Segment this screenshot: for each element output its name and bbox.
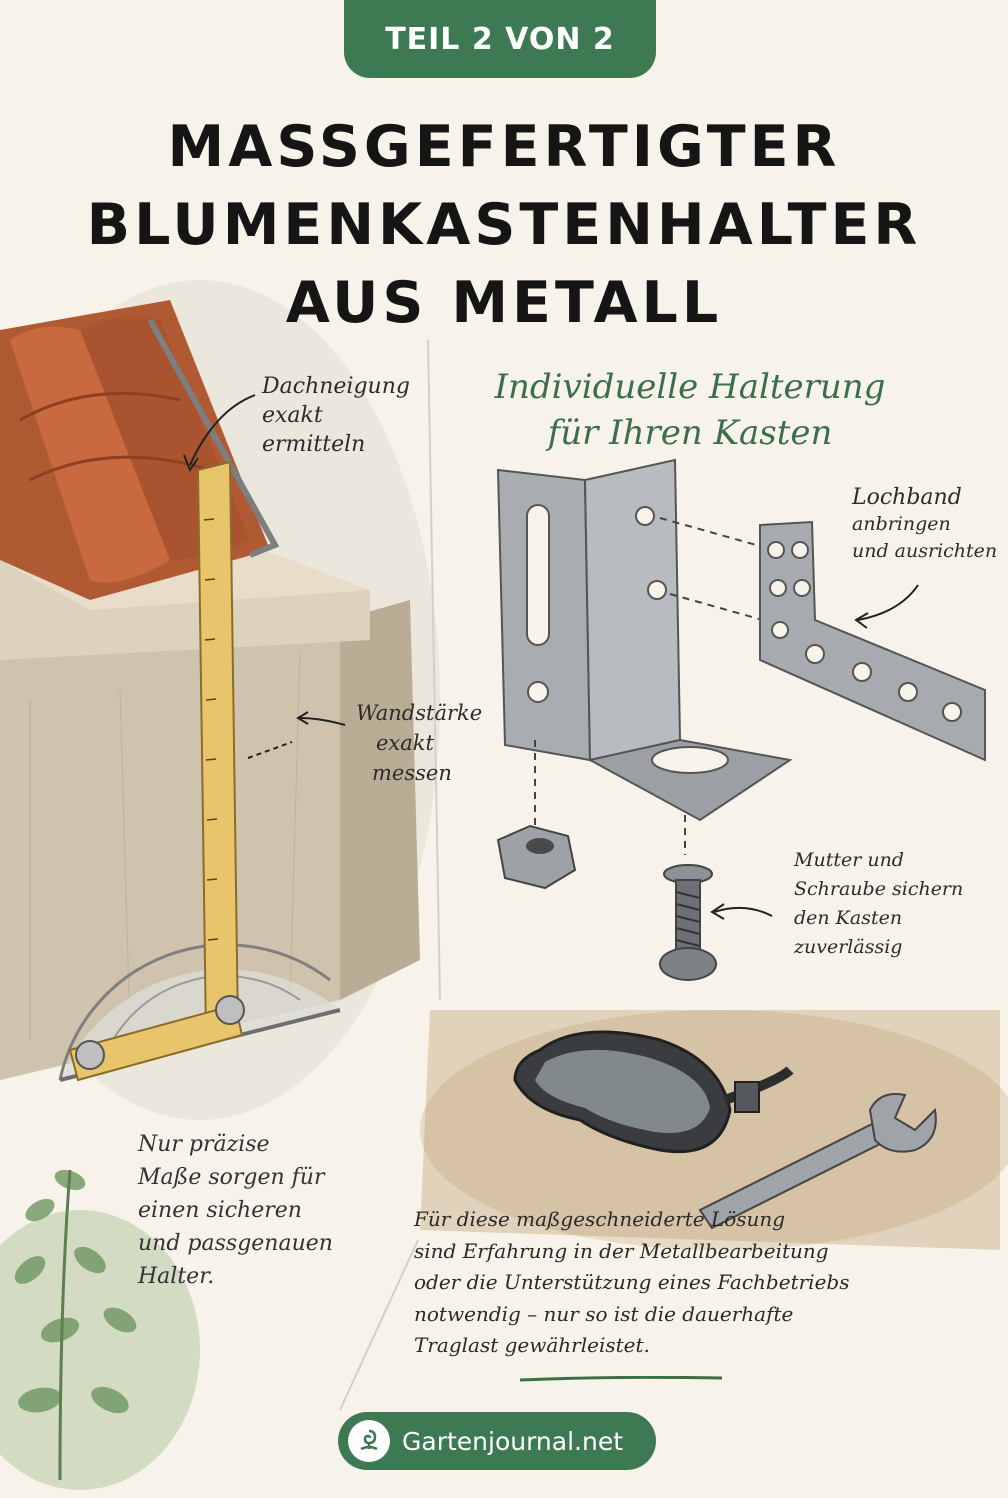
folding-ruler-icon [68,460,245,1082]
annotation-line: und passgenauen [138,1231,333,1256]
annotation-line: Für diese maßgeschneiderte Lösung [414,1207,786,1231]
page-title: MASSGEFERTIGTER BLUMENKASTENHALTER AUS M… [40,108,968,342]
annotation-line: zuverlässig [794,936,903,958]
brand-footer[interactable]: Gartenjournal.net [338,1412,656,1470]
arrow-roof [183,394,256,473]
green-underline [519,1376,723,1382]
arrow-wall [247,711,346,759]
annotation-nut-bolt: Mutter und Schraube sichern den Kasten z… [794,846,963,962]
annotation-line: notwendig – nur so ist die dauerhafte [414,1301,794,1326]
annotation-line: den Kasten [794,907,903,929]
subheading-line: Individuelle Halterung [494,367,886,407]
annotation-line: sind Erfahrung in der Metallbearbeitung [414,1238,829,1263]
annotation-expertise-note: Für diese maßgeschneiderte Lösung sind E… [414,1204,849,1362]
subheading-line: für Ihren Kasten [547,413,833,453]
annotation-line: Wandstärke [356,701,483,725]
annotation-precise-measurements: Nur präzise Maße sorgen für einen sicher… [138,1128,333,1293]
wrench-icon [698,1093,937,1230]
part-badge: TEIL 2 VON 2 [344,0,656,78]
annotation-line: exakt [376,731,434,755]
annotation-line: Schraube sichern [794,878,964,900]
arrow-nut [710,903,773,920]
perforated-strap-icon [759,520,986,762]
annotation-line: Traglast gewährleistet. [414,1333,650,1357]
annotation-line: Dachneigung [262,374,410,399]
annotation-line: ermitteln [262,432,366,457]
annotation-line: und ausrichten [852,540,998,562]
safety-goggles-icon [513,1030,794,1154]
brand-name: Gartenjournal.net [402,1426,624,1456]
annotation-line: Mutter und [794,849,904,871]
annotation-line: exakt [262,403,323,428]
annotation-line: Halter. [138,1264,215,1289]
annotation-line: anbringen [852,513,951,535]
garden-snail-icon [348,1420,390,1462]
annotation-wall-thickness: Wandstärke exakt messen [356,698,482,788]
subheading: Individuelle Halterung für Ihren Kasten [470,364,910,456]
plant-icon [0,1169,200,1490]
annotation-line: oder die Unterstützung eines Fachbetrieb… [414,1270,850,1294]
arrow-band [854,584,919,629]
annotation-line: einen sicheren [138,1198,302,1223]
annotation-line: Lochband [852,485,962,510]
annotation-roof-pitch: Dachneigung exakt ermitteln [262,372,410,459]
title-line: MASSGEFERTIGTER [167,114,841,180]
annotation-perforated-strap: Lochband anbringen und ausrichten [852,484,997,565]
title-line: AUS METALL [285,270,723,336]
angle-bracket-icon [496,458,793,855]
annotation-line: Maße sorgen für [138,1165,325,1190]
annotation-line: messen [372,761,452,785]
bolt-icon [659,864,717,981]
annotation-line: Nur präzise [138,1132,270,1157]
title-line: BLUMENKASTENHALTER [86,192,922,258]
hex-nut-icon [496,824,577,890]
